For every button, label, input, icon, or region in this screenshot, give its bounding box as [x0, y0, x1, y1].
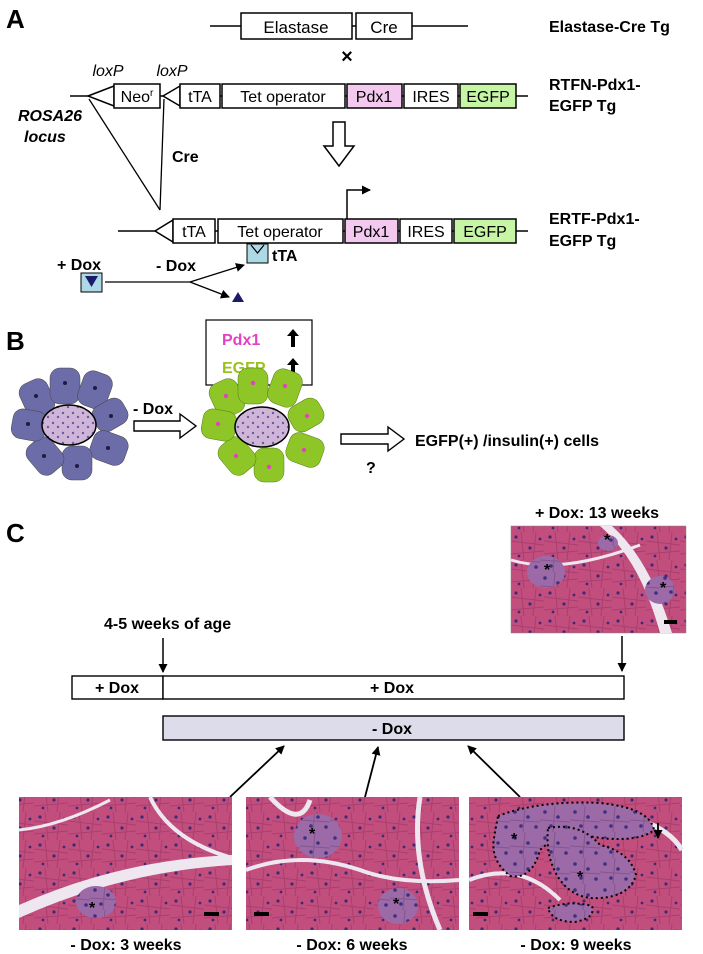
- dox-arrow-down: [189, 281, 230, 299]
- question-mark: ?: [366, 460, 376, 477]
- elastase-segment: Elastase: [263, 18, 328, 37]
- tta-bound-label: tTA: [272, 248, 298, 265]
- minus-dox-label-a: - Dox: [156, 258, 196, 275]
- asterisk: *: [577, 869, 584, 886]
- photo-6wk-arrow: [364, 746, 381, 798]
- ertf-tta: tTA: [182, 224, 206, 241]
- asterisk: *: [511, 831, 518, 848]
- ertf-tet-operator: Tet operator: [237, 224, 323, 241]
- recombination-line-left: [88, 98, 161, 211]
- transcription-start-arrow: [346, 185, 371, 219]
- ertf-name-line2: EGFP Tg: [549, 233, 616, 250]
- loxp-right-triangle: [161, 84, 181, 108]
- islet-core-blue: [41, 404, 97, 446]
- ertf-egfp-box: [453, 218, 517, 244]
- ertf-egfp: EGFP: [463, 224, 507, 241]
- asterisk: *: [544, 562, 551, 579]
- cre-segment: Cre: [370, 18, 397, 37]
- rtfn-pdx1-box: [346, 83, 403, 109]
- ertf-ires: IRES: [407, 224, 444, 241]
- rtfn-ires: IRES: [412, 89, 449, 106]
- rtfn-egfp-box: [459, 83, 517, 109]
- photo-caption-6-weeks: - Dox: 6 weeks: [296, 937, 407, 954]
- open-right-arrow-1: [133, 412, 198, 440]
- asterisk: *: [309, 826, 316, 843]
- asterisk: *: [660, 580, 667, 597]
- bar-plus-label: + Dox: [370, 680, 414, 697]
- panel-c-label: C: [6, 518, 25, 548]
- elastase-cre-construct: Elastase Cre: [210, 12, 468, 40]
- rtfn-tet-operator: Tet operator: [240, 89, 326, 106]
- photo-3wk-arrow: [229, 745, 285, 798]
- bar-initial-label: + Dox: [95, 680, 139, 697]
- ertf-construct: tTA Tet operator Pdx1 IRES EGFP: [118, 218, 528, 244]
- blue-acinar-cluster: [10, 367, 129, 481]
- histology-photo-9-weeks: * *: [468, 797, 685, 930]
- dotted-outline-upper: [492, 801, 656, 878]
- up-arrow-icon: [287, 358, 299, 376]
- dotted-outline-small: [546, 902, 594, 924]
- free-dox-triangle: [232, 292, 244, 302]
- outcome-label: EGFP(+) /insulin(+) cells: [415, 433, 599, 450]
- cross-symbol: ×: [341, 46, 353, 68]
- minus-dox-label-b: - Dox: [133, 401, 173, 418]
- asterisk: *: [393, 896, 400, 913]
- bar-minus-label: - Dox: [372, 721, 412, 738]
- rtfn-construct: Neor tTA Tet operator Pdx1 IRES EGFP: [70, 83, 528, 109]
- dotted-outline-lower: [546, 825, 638, 900]
- histology-photo-13-weeks: * * *: [510, 525, 687, 634]
- loxp-right-label: loxP: [156, 63, 187, 80]
- elastase-cre-name: Elastase-Cre Tg: [549, 19, 670, 36]
- green-acinar-cluster: [200, 367, 325, 483]
- ertf-pdx1-box: [344, 218, 399, 244]
- neo-label: Neor: [121, 88, 154, 106]
- ertf-name-line1: ERTF-Pdx1-: [549, 211, 640, 228]
- rtfn-name-line2: EGFP Tg: [549, 98, 616, 115]
- dox-triangle-bound: [85, 276, 98, 287]
- histology-photo-3-weeks: *: [18, 796, 233, 930]
- top-photo-title: + Dox: 13 weeks: [535, 505, 659, 522]
- cre-label: Cre: [172, 149, 199, 166]
- plus-dox-label: + Dox: [57, 257, 101, 274]
- rtfn-pdx1: Pdx1: [356, 89, 393, 106]
- bar-minus-dox: [162, 715, 625, 741]
- photo-9wk-arrow: [467, 745, 521, 798]
- up-arrow-icon: [287, 329, 299, 347]
- ertf-pdx1: Pdx1: [353, 224, 390, 241]
- histology-photo-6-weeks: * *: [245, 795, 460, 931]
- dox-arrow-up: [189, 263, 245, 283]
- asterisk: *: [604, 532, 611, 549]
- open-down-arrow: [322, 121, 356, 168]
- panel-b-label: B: [6, 326, 25, 356]
- bar-plus-dox: [162, 675, 625, 700]
- tta-notch: [250, 244, 265, 254]
- photo-caption-3-weeks: - Dox: 3 weeks: [70, 937, 181, 954]
- loxp-left-label: loxP: [92, 63, 123, 80]
- panel-a-label: A: [6, 4, 25, 34]
- islet-core-green: [234, 406, 290, 448]
- rtfn-name-line1: RTFN-Pdx1-: [549, 77, 641, 94]
- rosa26-label: ROSA26: [18, 108, 82, 125]
- rtfn-tta: tTA: [188, 89, 212, 106]
- age-label: 4-5 weeks of age: [104, 616, 231, 633]
- rtfn-egfp: EGFP: [466, 89, 510, 106]
- ertf-loxp-triangle: [153, 218, 174, 244]
- asterisk: *: [89, 900, 96, 917]
- photo-caption-9-weeks: - Dox: 9 weeks: [520, 937, 631, 954]
- recombination-line-right: [159, 98, 165, 211]
- locus-label: locus: [24, 129, 66, 146]
- open-right-arrow-2: [340, 425, 406, 453]
- legend-pdx1: Pdx1: [222, 332, 260, 349]
